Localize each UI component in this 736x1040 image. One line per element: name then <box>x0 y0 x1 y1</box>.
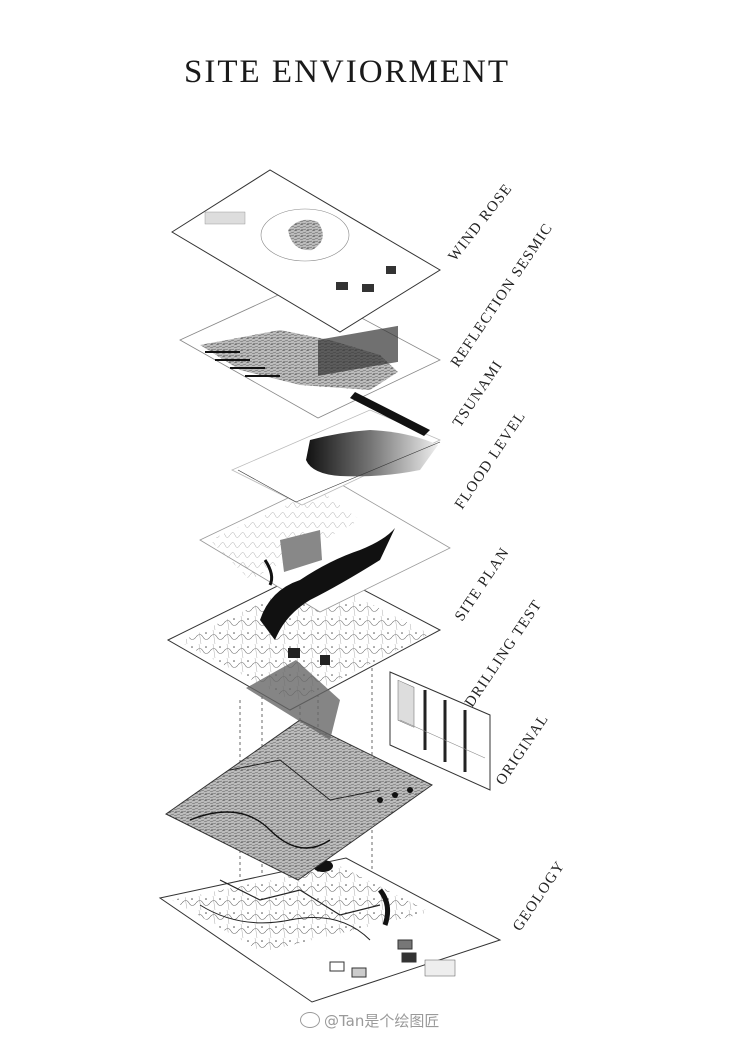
watermark-text: @Tan是个绘图匠 <box>324 1012 440 1030</box>
layer-flood-level <box>199 477 451 640</box>
weibo-icon <box>300 1012 320 1028</box>
label-site-plan: SITE PLAN <box>452 544 513 624</box>
layer-site-plan <box>166 565 442 740</box>
label-geology: GEOLOGY <box>510 858 568 934</box>
layer-wind-rose <box>171 169 441 333</box>
page-title: SITE ENVIORMENT <box>184 54 511 90</box>
label-wind-rose: WIND ROSE <box>446 181 516 265</box>
layer-tsunami <box>231 409 441 506</box>
label-drilling-test: DRILLING TEST <box>462 597 546 710</box>
layer-geology-map <box>158 857 502 1003</box>
label-original: ORIGINAL <box>493 711 552 788</box>
watermark: @Tan是个绘图匠 <box>300 1010 439 1031</box>
layer-reflection-seismic <box>179 284 441 436</box>
layer-drilling-test <box>389 671 491 791</box>
layer-original-map <box>165 719 433 881</box>
